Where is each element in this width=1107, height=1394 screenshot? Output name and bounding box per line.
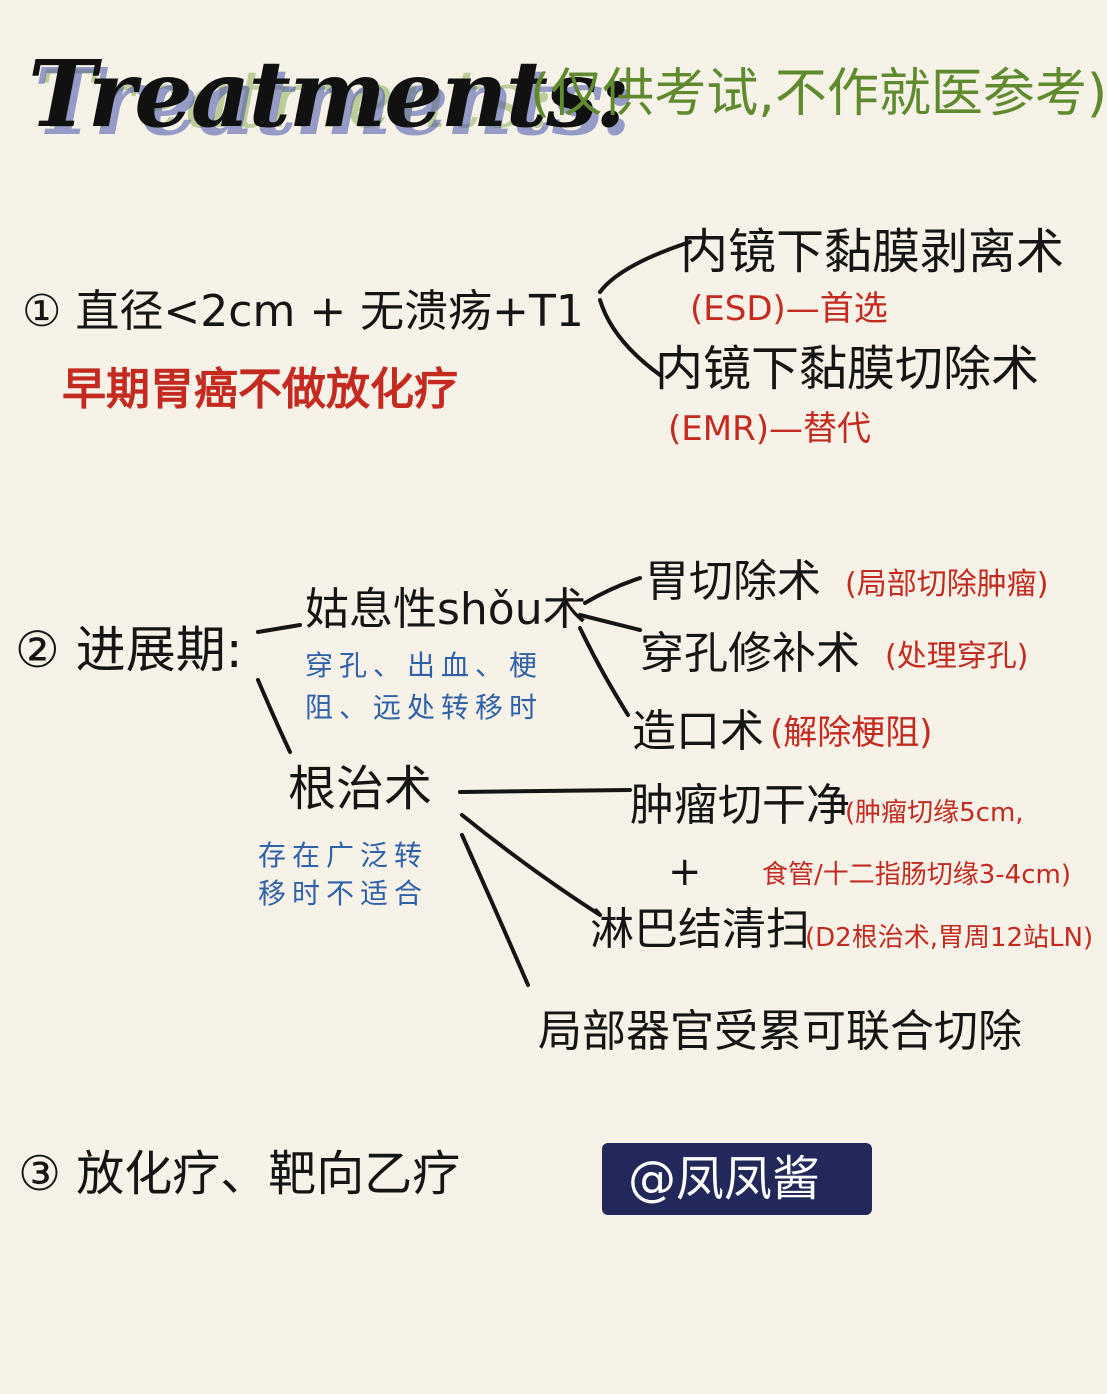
line-palliative-to-ostomy [578, 626, 630, 717]
branch-esd-note: (ESD)—首选 [690, 289, 888, 329]
line-heading-to-palliative [256, 623, 302, 634]
gastrectomy-note: (局部切除肿瘤) [845, 567, 1049, 602]
line-palliative-to-perforation [578, 613, 642, 632]
perforation-repair-note: (处理穿孔) [885, 639, 1029, 674]
line-s1-to-esd [598, 240, 692, 294]
author-badge-text: @凤凤酱 [628, 1151, 821, 1207]
line-palliative-to-gastrectomy [583, 576, 642, 605]
line-radical-to-lymph [460, 813, 602, 917]
line-s1-to-emr [598, 298, 662, 377]
branch-emr-note: (EMR)—替代 [668, 409, 871, 449]
gastrectomy: 胃切除术 [645, 556, 821, 607]
line-radical-to-combined [460, 833, 530, 987]
section1-heading: ① 直径<2cm + 无溃疡+T1 [22, 286, 584, 337]
title-shadow-text: Treatments: [40, 53, 556, 146]
branch-emr: 内镜下黏膜切除术 [655, 341, 1040, 397]
section2-heading: ② 进展期: [15, 621, 243, 679]
tumor-resection: 肿瘤切干净 [630, 780, 850, 831]
line-heading-to-radical [256, 678, 292, 754]
page-subtitle: (仅供考试,不作就医参考) [530, 64, 1107, 124]
plus-sign: + [668, 849, 702, 895]
radical-note-line2: 移时不适合 [258, 877, 429, 910]
lymph-node-note: (D2根治术,胃周12站LN) [805, 923, 1094, 953]
connector-lines [256, 240, 692, 987]
palliative-note-line2: 阻、远处转移时 [305, 691, 544, 724]
radical-note-line1: 存在广泛转 [258, 839, 429, 872]
section1-note: 早期胃癌不做放化疗 [62, 364, 458, 415]
ostomy-note: (解除梗阻) [770, 713, 933, 753]
branch-esd: 内镜下黏膜剥离术 [680, 224, 1065, 280]
line-radical-to-tumor [458, 788, 632, 794]
author-badge: @凤凤酱 [602, 1143, 872, 1215]
lymph-node-dissection: 淋巴结清扫 [590, 904, 810, 955]
page-title: Treatments: [28, 40, 630, 148]
palliative-note-line1: 穿孔、出血、梗 [305, 649, 544, 682]
radical-surgery: 根治术 [288, 761, 433, 817]
combined-resection: 局部器官受累可联合切除 [538, 1006, 1022, 1057]
section3-heading: ③ 放化疗、靶向乙疗 [18, 1146, 461, 1202]
tumor-margin-note: (肿瘤切缘5cm, [845, 798, 1024, 828]
palliative-surgery: 姑息性shǒu术 [305, 584, 587, 635]
perforation-repair: 穿孔修补术 [640, 628, 860, 679]
ostomy: 造口术 [632, 706, 764, 757]
duodenum-margin-note: 食管/十二指肠切缘3-4cm) [762, 860, 1071, 890]
